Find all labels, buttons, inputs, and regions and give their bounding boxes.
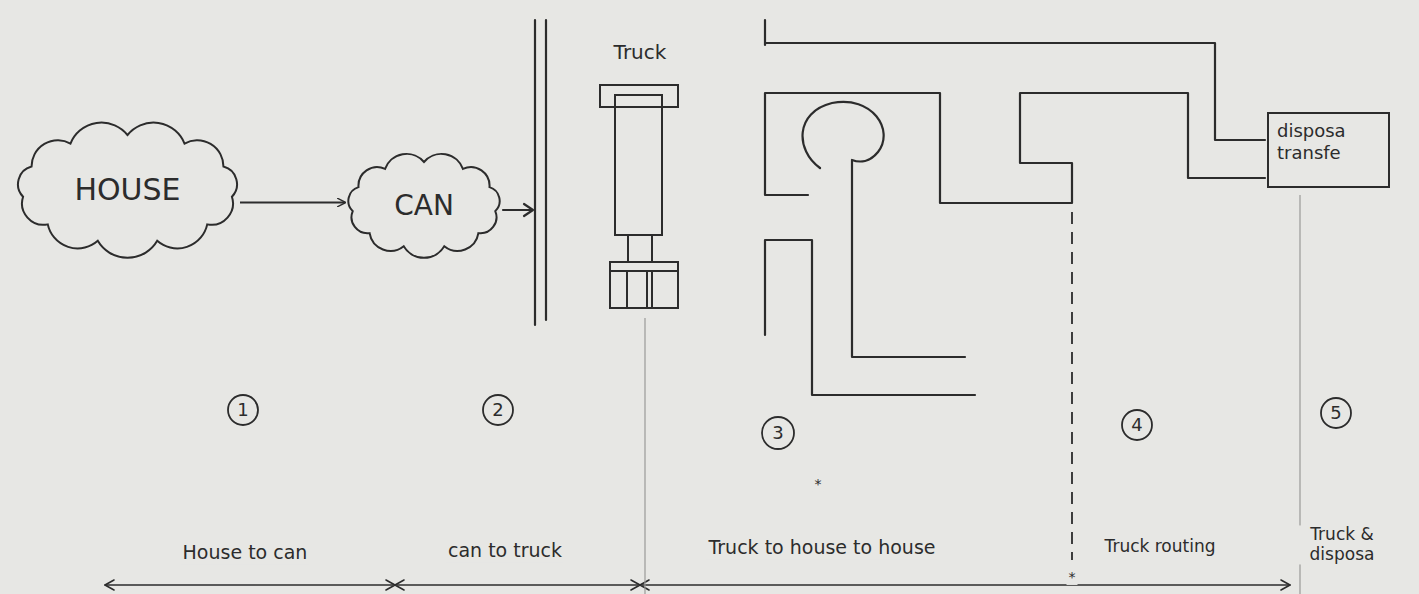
note-label: Truck routing <box>1103 537 1218 557</box>
callout-number: 3 <box>770 423 785 444</box>
note-label: Truck to house to house <box>706 537 937 559</box>
note-label: * <box>813 476 824 492</box>
street-line <box>765 43 1265 140</box>
street-line <box>764 20 766 45</box>
arrow-head <box>524 204 533 216</box>
span-arrow <box>631 580 649 590</box>
callout-number: 5 <box>1328 403 1343 424</box>
note-label: Truck & disposa <box>1294 525 1390 564</box>
truck-drawing <box>595 40 685 315</box>
span-line <box>105 584 1290 586</box>
node-text: disposa transfe <box>1277 120 1380 163</box>
cloud-node: HOUSE <box>15 128 240 250</box>
street-line <box>803 102 965 357</box>
note-label: House to can <box>181 542 310 564</box>
arrow-line <box>503 209 532 211</box>
span-arrow <box>386 580 404 590</box>
wall-line <box>545 20 547 320</box>
node-text: CAN <box>394 189 454 222</box>
callout-number: 2 <box>490 400 505 421</box>
truck-node: Truck <box>595 40 685 315</box>
number-circle <box>1122 410 1152 440</box>
note-label: can to truck <box>446 540 564 562</box>
number-circle <box>762 417 794 449</box>
node-text: Truck <box>595 40 685 64</box>
number-circle <box>228 395 258 425</box>
number-circle <box>483 395 513 425</box>
number-circle <box>1321 398 1351 428</box>
flow-arrow <box>240 202 345 204</box>
callout-number: 4 <box>1129 415 1144 436</box>
guide-line <box>644 318 645 594</box>
process-box: disposa transfe <box>1267 112 1390 188</box>
span-arrow <box>105 580 114 590</box>
callout-number: 1 <box>235 400 250 421</box>
cloud-node: CAN <box>345 155 503 255</box>
span-arrow <box>1281 580 1290 590</box>
street-line <box>765 93 1265 203</box>
street-line <box>765 240 975 395</box>
note-label: * <box>1067 569 1078 585</box>
node-text: HOUSE <box>74 172 180 207</box>
dashed-divider <box>1071 212 1073 560</box>
wall-line <box>534 20 536 325</box>
